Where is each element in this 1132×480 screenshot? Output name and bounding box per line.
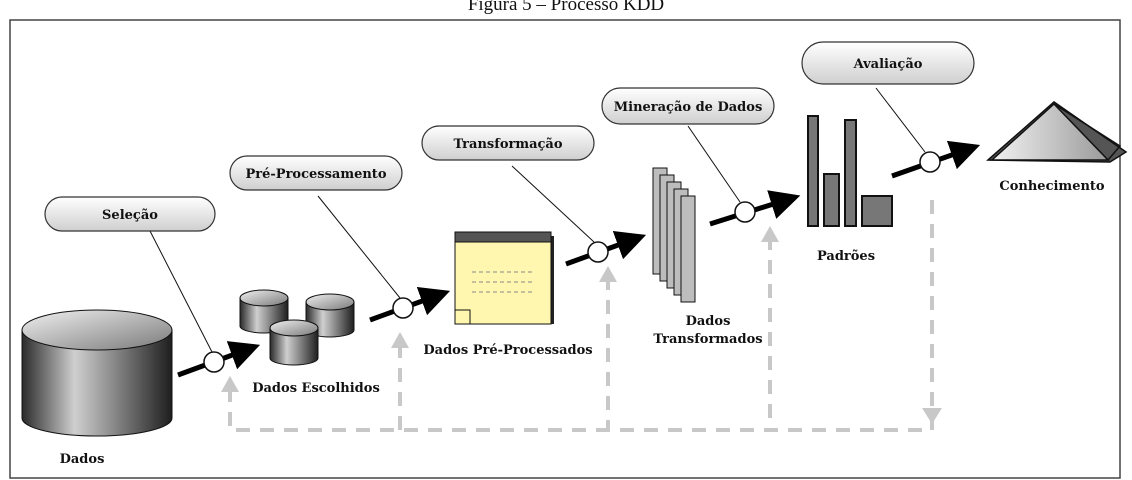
step-mineracao: Mineração de Dados xyxy=(601,87,775,125)
step-transformacao: Transformação xyxy=(421,125,595,161)
figure-caption: Figura 5 – Processo KDD xyxy=(467,0,665,15)
label-dados-transformados-line1: Dados xyxy=(686,314,731,329)
feedback-arrowheads xyxy=(221,226,942,424)
feedback-arrow-up-3 xyxy=(599,266,617,282)
step-selecao: Seleção xyxy=(44,196,216,232)
step-preprocessamento: Pré-Processamento xyxy=(229,155,403,191)
label-dados: Dados xyxy=(60,452,105,467)
leader-lines xyxy=(149,87,926,353)
knowledge-icon xyxy=(986,101,1128,163)
preprocessed-data-icon xyxy=(454,231,554,325)
step-preprocessamento-label: Pré-Processamento xyxy=(246,167,387,182)
feedback-arrow-up-4 xyxy=(761,226,779,242)
step-connectors xyxy=(203,151,941,373)
feedback-arrow-up-1 xyxy=(221,376,239,392)
selected-data-icon xyxy=(239,289,355,366)
diagram-border xyxy=(9,19,1121,479)
feedback-arrow-down xyxy=(922,408,942,424)
step-avaliacao: Avaliação xyxy=(801,41,975,85)
step-selecao-label: Seleção xyxy=(102,208,158,223)
feedback-loop xyxy=(228,190,934,432)
feedback-arrow-up-2 xyxy=(391,332,409,348)
step-transformacao-label: Transformação xyxy=(453,137,562,152)
step-avaliacao-label: Avaliação xyxy=(853,57,923,72)
transformed-data-icon xyxy=(652,167,696,303)
label-conhecimento: Conhecimento xyxy=(999,179,1105,194)
label-dados-preprocessados: Dados Pré-Processados xyxy=(423,343,592,358)
patterns-icon xyxy=(807,115,893,227)
label-dados-escolhidos: Dados Escolhidos xyxy=(252,381,380,396)
label-dados-transformados-line2: Transformados xyxy=(653,332,762,347)
label-padroes: Padrões xyxy=(817,249,875,264)
step-mineracao-label: Mineração de Dados xyxy=(614,100,763,115)
database-icon xyxy=(21,309,173,437)
